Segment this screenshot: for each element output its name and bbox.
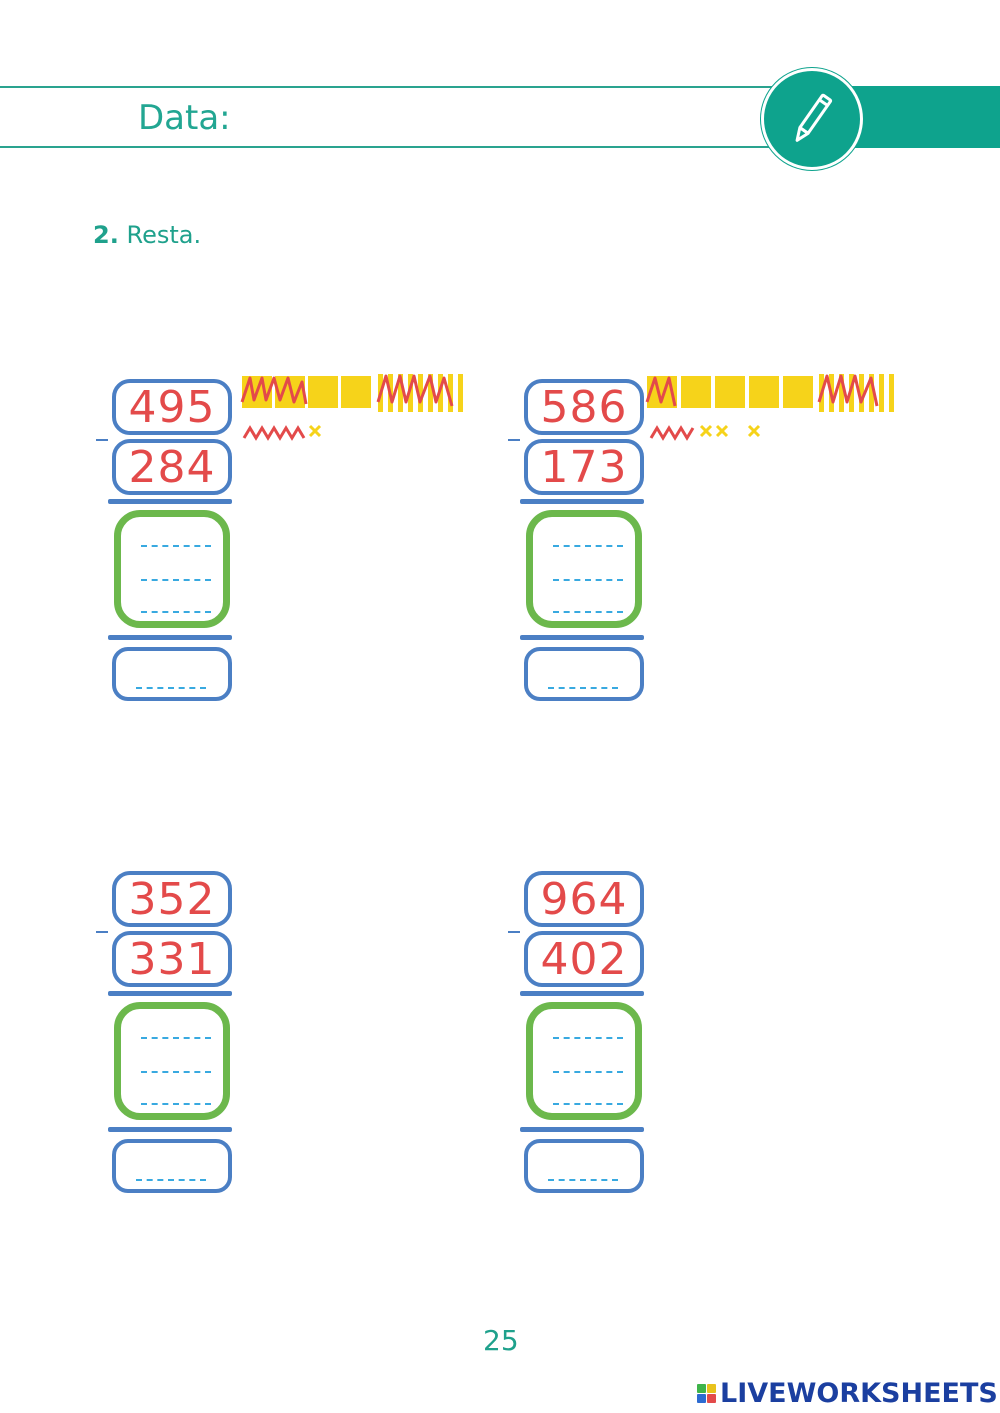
hundred-block [749, 376, 779, 408]
ten-stick [428, 374, 433, 412]
answer-line [136, 1179, 206, 1181]
subtrahend-box: 173 [524, 439, 644, 495]
hundred-block [715, 376, 745, 408]
answer-box[interactable] [524, 647, 644, 701]
working-line [553, 1037, 623, 1039]
header-accent-block [840, 86, 1000, 148]
working-line [141, 579, 211, 581]
answer-box[interactable] [112, 1139, 232, 1193]
answer-line [548, 687, 618, 689]
crossed-out-mark [645, 376, 677, 407]
working-box[interactable] [526, 510, 642, 628]
result-line [520, 635, 644, 640]
ten-stick [448, 374, 453, 412]
result-line [108, 635, 232, 640]
ten-stick [458, 374, 463, 412]
ten-stick [859, 374, 864, 412]
divider-line [520, 991, 644, 996]
hundred-block [783, 376, 813, 408]
divider-line [520, 499, 644, 504]
answer-box[interactable] [524, 1139, 644, 1193]
header-bottom-line [0, 146, 830, 148]
ten-stick [869, 374, 874, 412]
pencil-badge [761, 68, 863, 170]
instruction-number: 2. [93, 221, 119, 249]
working-line [141, 545, 211, 547]
subtraction-exercise-4: 964 402 [508, 871, 764, 1211]
minuend-box: 495 [112, 379, 232, 435]
pencil-icon [795, 93, 833, 142]
working-line [553, 545, 623, 547]
ten-stick [849, 374, 854, 412]
divider-line [108, 499, 232, 504]
crossed-out-mark [817, 374, 879, 407]
minus-sign [96, 439, 108, 441]
minuend-box: 352 [112, 871, 232, 927]
working-line [553, 611, 623, 613]
date-label: Data: [138, 98, 231, 138]
working-line [141, 1103, 211, 1105]
minuend-box: 586 [524, 379, 644, 435]
subtrahend-box: 331 [112, 931, 232, 987]
answer-line [136, 687, 206, 689]
ten-stick [889, 374, 894, 412]
base-ten-illustration-2 [645, 374, 894, 441]
crossed-out-mark [242, 425, 306, 441]
ten-stick [398, 374, 403, 412]
working-line [141, 1071, 211, 1073]
subtrahend-box: 284 [112, 439, 232, 495]
header-top-line [0, 86, 830, 88]
liveworksheets-logo[interactable]: LIVEWORKSHEETS [697, 1378, 998, 1409]
crossed-out-mark [376, 374, 454, 407]
divider-line [108, 991, 232, 996]
ten-stick [839, 374, 844, 412]
hundred-block [681, 376, 711, 408]
crossed-out-mark [240, 376, 308, 405]
ten-stick [418, 374, 423, 412]
subtraction-exercise-2: 586 173 [508, 379, 764, 719]
hundred-block [341, 376, 371, 408]
answer-box[interactable] [112, 647, 232, 701]
instruction: 2. Resta. [93, 221, 201, 249]
logo-text: LIVEWORKSHEETS [720, 1378, 998, 1409]
working-box[interactable] [114, 1002, 230, 1120]
minus-sign [96, 931, 108, 933]
page-number: 25 [483, 1324, 519, 1357]
ten-stick [879, 374, 884, 412]
result-line [108, 1127, 232, 1132]
result-line [520, 1127, 644, 1132]
base-ten-illustration-1 [240, 374, 463, 441]
working-line [553, 579, 623, 581]
working-box[interactable] [114, 510, 230, 628]
logo-mark [697, 1384, 716, 1403]
minus-sign [508, 439, 520, 441]
subtrahend-box: 402 [524, 931, 644, 987]
working-line [553, 1103, 623, 1105]
working-box[interactable] [526, 1002, 642, 1120]
instruction-text: Resta. [126, 221, 202, 249]
subtraction-exercise-1: 495 284 [96, 379, 352, 719]
ten-stick [408, 374, 413, 412]
subtraction-exercise-3: 352 331 [96, 871, 352, 1211]
answer-line [548, 1179, 618, 1181]
minuend-box: 964 [524, 871, 644, 927]
working-line [553, 1071, 623, 1073]
crossed-out-mark [649, 425, 695, 441]
hundred-block [308, 376, 338, 408]
working-line [141, 1037, 211, 1039]
minus-sign [508, 931, 520, 933]
working-line [141, 611, 211, 613]
